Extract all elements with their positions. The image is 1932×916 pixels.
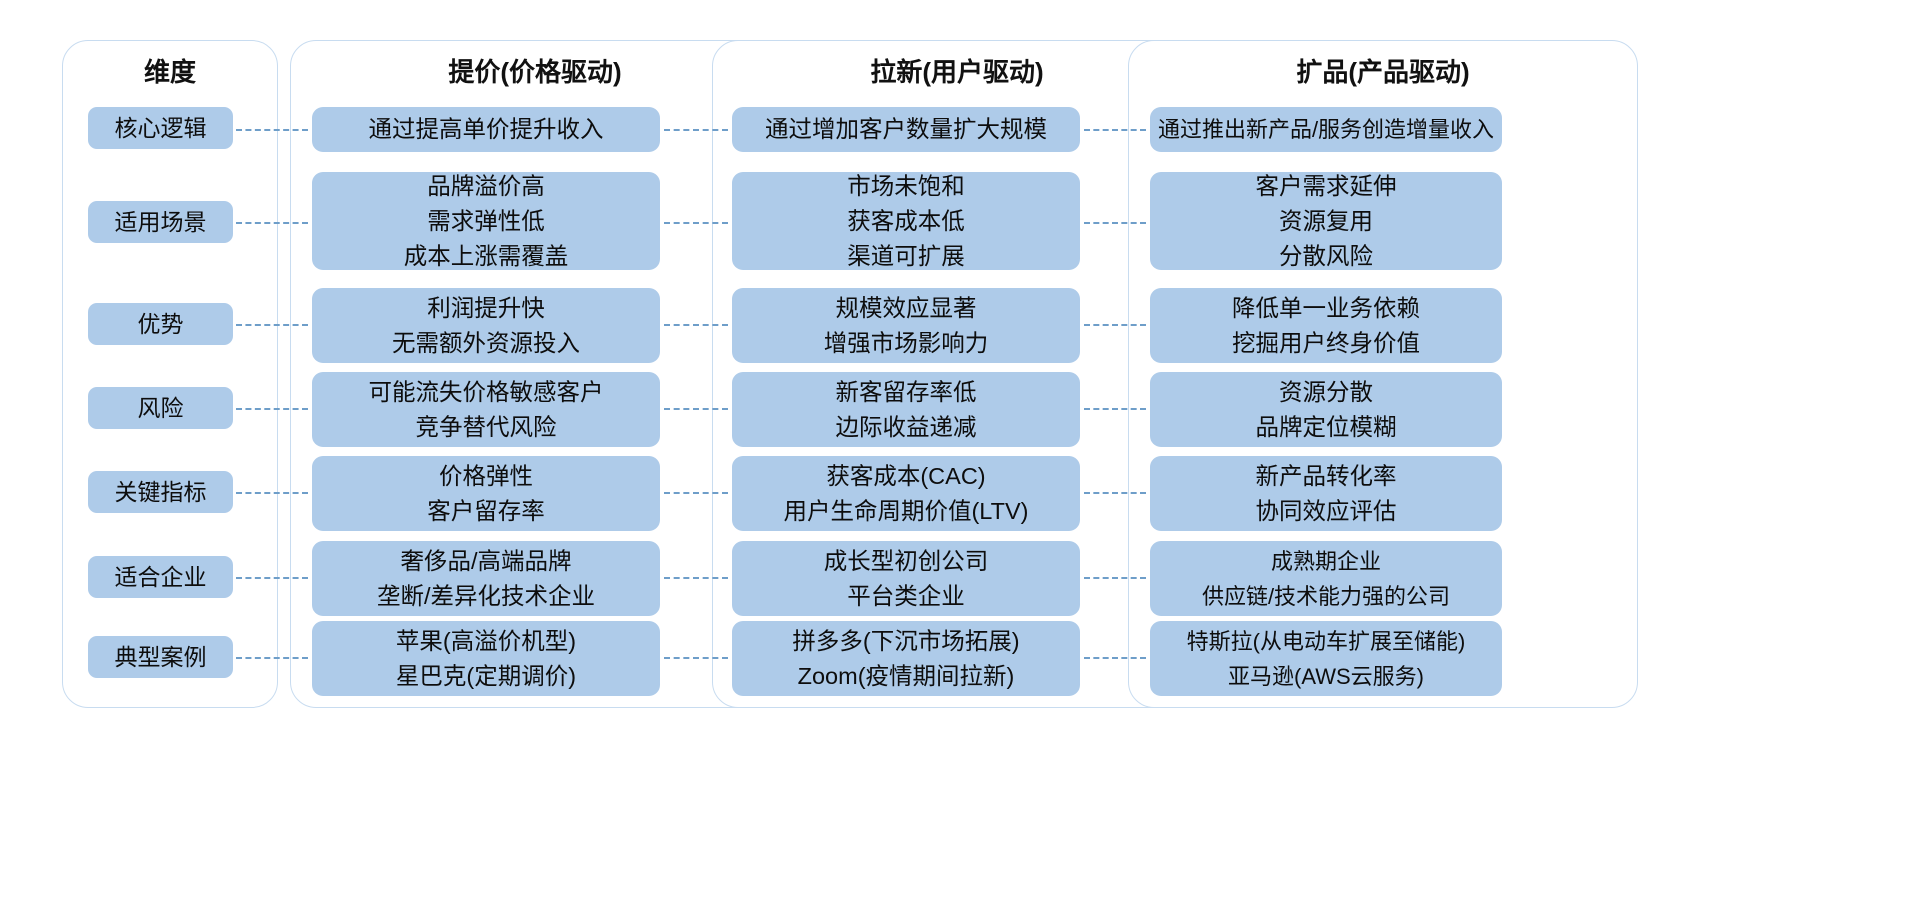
- connector-core-logic-2: [664, 129, 728, 131]
- connector-risk-3: [1084, 408, 1146, 410]
- connector-scenario-2: [664, 222, 728, 224]
- connector-fit-company-3: [1084, 577, 1146, 579]
- cell-expand-fit-company[interactable]: 成熟期企业 供应链/技术能力强的公司: [1150, 541, 1502, 616]
- connector-core-logic-1: [236, 129, 308, 131]
- connector-advantage-2: [664, 324, 728, 326]
- column-header-acquire: 拉新(用户驱动): [870, 57, 1044, 87]
- cell-acquire-core-logic[interactable]: 通过增加客户数量扩大规模: [732, 107, 1080, 152]
- cell-expand-advantage[interactable]: 降低单一业务依赖 挖掘用户终身价值: [1150, 288, 1502, 363]
- dimension-label-core-logic[interactable]: 核心逻辑: [88, 107, 233, 149]
- cell-expand-scenario[interactable]: 客户需求延伸 资源复用 分散风险: [1150, 172, 1502, 270]
- column-header-dimension: 维度: [143, 57, 196, 87]
- connector-scenario-1: [236, 222, 308, 224]
- cell-expand-case[interactable]: 特斯拉(从电动车扩展至储能) 亚马逊(AWS云服务): [1150, 621, 1502, 696]
- connector-advantage-3: [1084, 324, 1146, 326]
- cell-acquire-kpi[interactable]: 获客成本(CAC) 用户生命周期价值(LTV): [732, 456, 1080, 531]
- connector-risk-2: [664, 408, 728, 410]
- connector-kpi-1: [236, 492, 308, 494]
- cell-price-risk[interactable]: 可能流失价格敏感客户 竞争替代风险: [312, 372, 660, 447]
- connector-kpi-3: [1084, 492, 1146, 494]
- cell-expand-kpi[interactable]: 新产品转化率 协同效应评估: [1150, 456, 1502, 531]
- column-header-price: 提价(价格驱动): [448, 57, 622, 87]
- connector-kpi-2: [664, 492, 728, 494]
- cell-acquire-advantage[interactable]: 规模效应显著 增强市场影响力: [732, 288, 1080, 363]
- cell-price-advantage[interactable]: 利润提升快 无需额外资源投入: [312, 288, 660, 363]
- connector-core-logic-3: [1084, 129, 1146, 131]
- connector-case-3: [1084, 657, 1146, 659]
- cell-price-case[interactable]: 苹果(高溢价机型) 星巴克(定期调价): [312, 621, 660, 696]
- cell-expand-risk[interactable]: 资源分散 品牌定位模糊: [1150, 372, 1502, 447]
- cell-price-scenario[interactable]: 品牌溢价高 需求弹性低 成本上涨需覆盖: [312, 172, 660, 270]
- cell-price-fit-company[interactable]: 奢侈品/高端品牌 垄断/差异化技术企业: [312, 541, 660, 616]
- dimension-label-advantage[interactable]: 优势: [88, 303, 233, 345]
- dimension-label-risk[interactable]: 风险: [88, 387, 233, 429]
- connector-case-2: [664, 657, 728, 659]
- cell-acquire-risk[interactable]: 新客留存率低 边际收益递减: [732, 372, 1080, 447]
- dimension-label-kpi[interactable]: 关键指标: [88, 471, 233, 513]
- cell-acquire-case[interactable]: 拼多多(下沉市场拓展) Zoom(疫情期间拉新): [732, 621, 1080, 696]
- cell-price-kpi[interactable]: 价格弹性 客户留存率: [312, 456, 660, 531]
- dimension-label-scenario[interactable]: 适用场景: [88, 201, 233, 243]
- connector-scenario-3: [1084, 222, 1146, 224]
- cell-expand-core-logic[interactable]: 通过推出新产品/服务创造增量收入: [1150, 107, 1502, 152]
- cell-acquire-fit-company[interactable]: 成长型初创公司 平台类企业: [732, 541, 1080, 616]
- connector-fit-company-1: [236, 577, 308, 579]
- dimension-label-case[interactable]: 典型案例: [88, 636, 233, 678]
- connector-advantage-1: [236, 324, 308, 326]
- column-header-expand: 扩品(产品驱动): [1296, 57, 1470, 87]
- connector-case-1: [236, 657, 308, 659]
- cell-price-core-logic[interactable]: 通过提高单价提升收入: [312, 107, 660, 152]
- dimension-label-fit-company[interactable]: 适合企业: [88, 556, 233, 598]
- connector-fit-company-2: [664, 577, 728, 579]
- cell-acquire-scenario[interactable]: 市场未饱和 获客成本低 渠道可扩展: [732, 172, 1080, 270]
- connector-risk-1: [236, 408, 308, 410]
